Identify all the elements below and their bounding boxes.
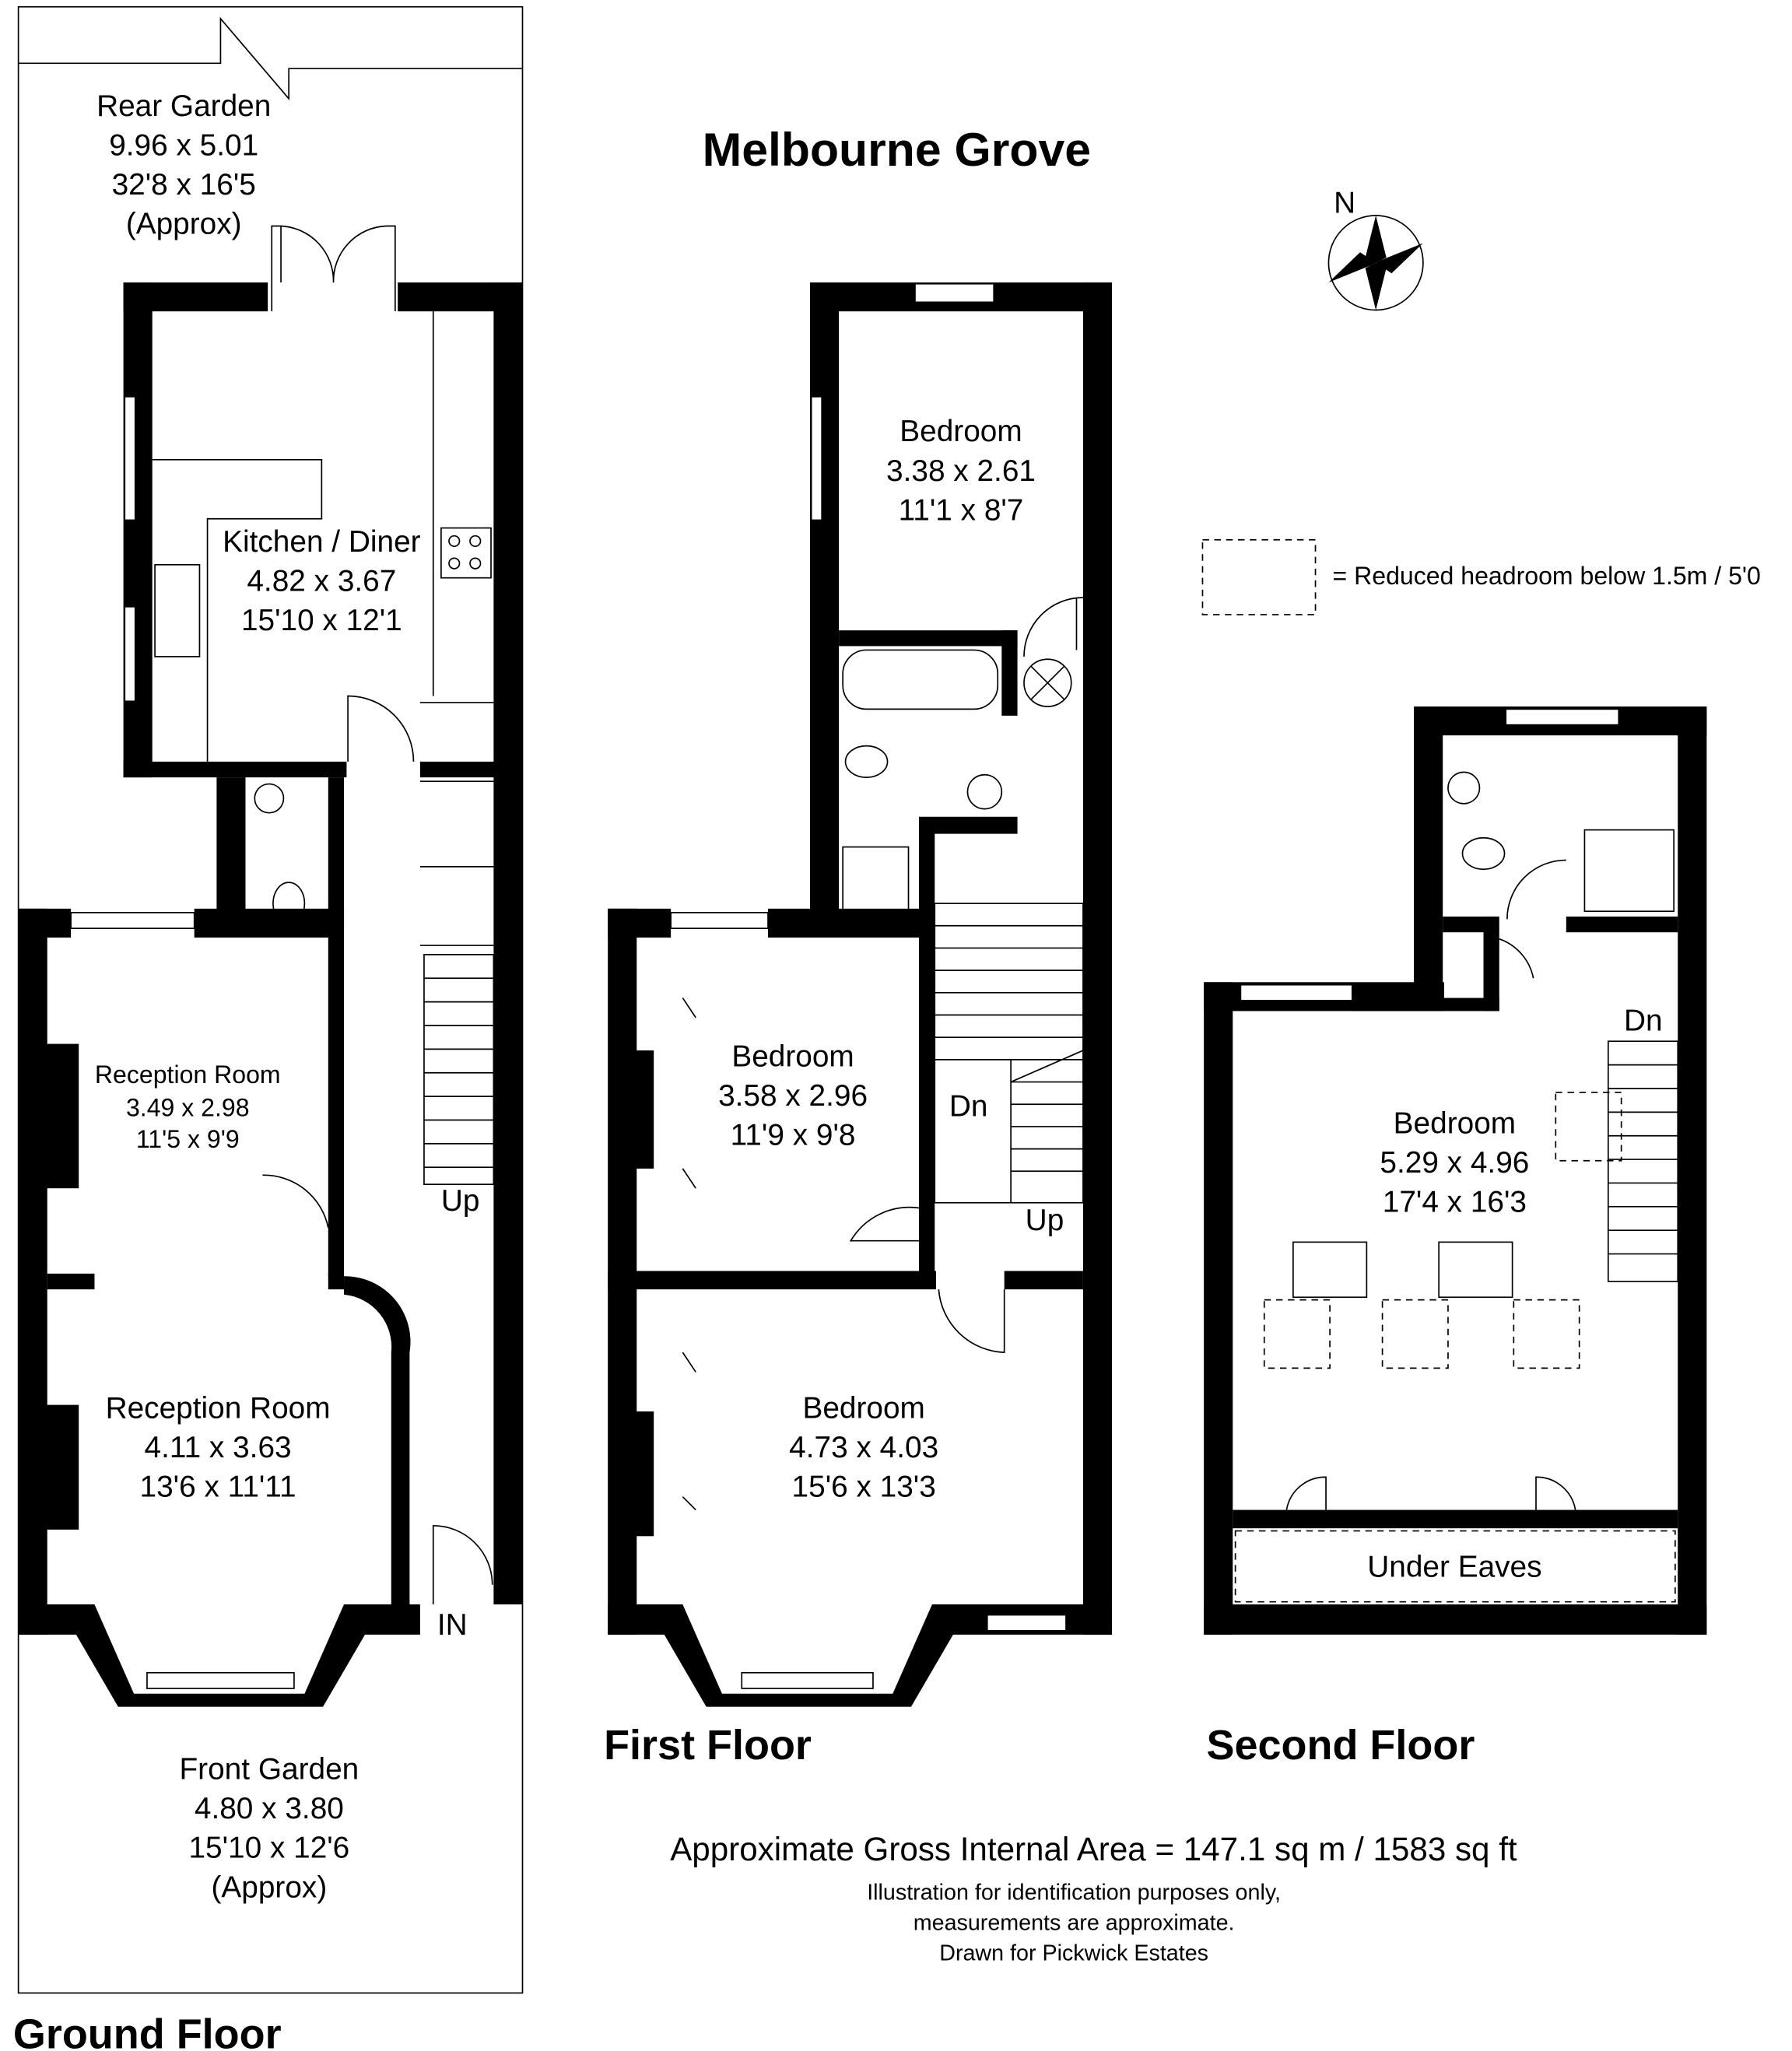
door: [347, 695, 415, 762]
room-metric: 9.96 x 5.01: [109, 128, 258, 162]
disclaimer-line-2: measurements are approximate.: [914, 1910, 1235, 1935]
room-note: (Approx): [126, 208, 242, 241]
window: [810, 395, 823, 521]
page-title: Melbourne Grove: [703, 123, 1091, 176]
basin-icon: [966, 773, 1003, 810]
room-imperial: 11'9 x 9'8: [731, 1119, 856, 1152]
entrance-label: IN: [437, 1608, 468, 1642]
bay-wall: [344, 1276, 411, 1605]
room-name: Reception Room: [106, 1391, 331, 1425]
room-name: Under Eaves: [1367, 1551, 1541, 1584]
door: [849, 1206, 1005, 1353]
wardrobe: [682, 997, 696, 1511]
room-metric: 4.11 x 3.63: [145, 1431, 292, 1464]
first-floor-label: First Floor: [604, 1722, 812, 1769]
room-metric: 3.49 x 2.98: [126, 1093, 250, 1121]
room-imperial: 11'1 x 8'7: [899, 493, 1024, 527]
french-doors: [271, 225, 396, 312]
window: [70, 912, 195, 929]
credit: Drawn for Pickwick Estates: [939, 1941, 1208, 1965]
staircase: [934, 903, 1084, 1204]
roof-windows: [1234, 1092, 1676, 1603]
room-imperial: 15'10 x 12'1: [241, 604, 402, 637]
window: [914, 282, 995, 303]
door: [1499, 859, 1566, 979]
cupboards: [419, 702, 494, 946]
compass-icon: N: [1327, 187, 1424, 311]
gross-area: Approximate Gross Internal Area = 147.1 …: [670, 1831, 1517, 1867]
room-metric: 4.82 x 3.67: [247, 565, 396, 598]
chimney-breast: [29, 1043, 79, 1189]
room-metric: 3.58 x 2.96: [718, 1079, 868, 1113]
window: [986, 1614, 1067, 1632]
room-name: Front Garden: [179, 1752, 359, 1786]
window: [1505, 708, 1620, 726]
room-imperial: 32'8 x 16'5: [112, 168, 256, 202]
ground-floor-label: Ground Floor: [13, 2011, 282, 2051]
room-metric: 3.38 x 2.61: [886, 454, 1036, 488]
shower-icon: [1583, 829, 1675, 913]
room-name: Kitchen / Diner: [223, 525, 421, 559]
disclaimer-line-1: Illustration for identification purposes…: [867, 1881, 1281, 1906]
rear-boundary-fence: [18, 16, 523, 101]
chimney-breast: [29, 1404, 79, 1530]
room-name: Bedroom: [900, 415, 1022, 448]
door: [262, 1174, 329, 1228]
stairs-up-label: Up: [1026, 1204, 1064, 1237]
door: [1023, 597, 1083, 657]
ground-floor-plan: Up IN Rear Garden 9.96 x 5.01 32'8 x 16'…: [13, 5, 524, 2051]
basin-icon: [1447, 771, 1481, 805]
stairs-down-label: Dn: [949, 1089, 988, 1123]
staircase: [1607, 1040, 1679, 1282]
room-name: Reception Room: [95, 1061, 281, 1089]
room-imperial: 15'10 x 12'6: [188, 1832, 349, 1865]
second-floor-label: Second Floor: [1207, 1722, 1475, 1769]
window: [146, 1671, 295, 1689]
toilet-icon: [844, 745, 889, 778]
toilet-icon: [1461, 836, 1506, 871]
room-metric: 4.73 x 4.03: [789, 1431, 938, 1464]
eaves-door: [1285, 1476, 1576, 1510]
kitchen-worktop: [152, 311, 434, 762]
room-name: Bedroom: [802, 1391, 924, 1425]
room-imperial: 15'6 x 13'3: [792, 1471, 936, 1504]
window: [1240, 983, 1353, 1001]
basin-icon: [254, 783, 285, 814]
window: [741, 1671, 874, 1689]
sink-icon: [154, 563, 201, 657]
extractor-icon: [1023, 658, 1072, 707]
room-name: Bedroom: [731, 1040, 854, 1073]
hob-icon: [440, 527, 492, 579]
legend-swatch: [1201, 538, 1317, 615]
room-metric: 4.80 x 3.80: [195, 1792, 344, 1825]
shower-icon: [842, 846, 910, 911]
room-imperial: 17'4 x 16'3: [1383, 1186, 1527, 1219]
front-door: [432, 1524, 493, 1605]
compass-north-label: N: [1334, 187, 1355, 220]
second-floor-plan: Dn Bedroom 5.29 x 4.96 17'4 x 16'3 Under…: [1204, 706, 1707, 1769]
stairs-down-label: Dn: [1624, 1004, 1663, 1038]
window: [124, 605, 136, 703]
bath-icon: [842, 649, 999, 710]
staircase: [423, 954, 495, 1185]
stairs-up-label: Up: [441, 1184, 480, 1218]
window: [124, 395, 136, 521]
room-imperial: 13'6 x 11'11: [140, 1471, 296, 1504]
legend-text: = Reduced headroom below 1.5m / 5'0: [1332, 562, 1760, 590]
first-floor-plan: Dn Up Bedroom 3.38 x 2.61 11'1 x 8'7 Bed…: [604, 282, 1113, 1769]
room-name: Bedroom: [1394, 1106, 1516, 1140]
room-metric: 5.29 x 4.96: [1380, 1146, 1529, 1180]
room-note: (Approx): [211, 1870, 327, 1904]
room-imperial: 11'5 x 9'9: [136, 1125, 240, 1153]
window: [670, 912, 769, 929]
room-name: Rear Garden: [96, 89, 271, 123]
